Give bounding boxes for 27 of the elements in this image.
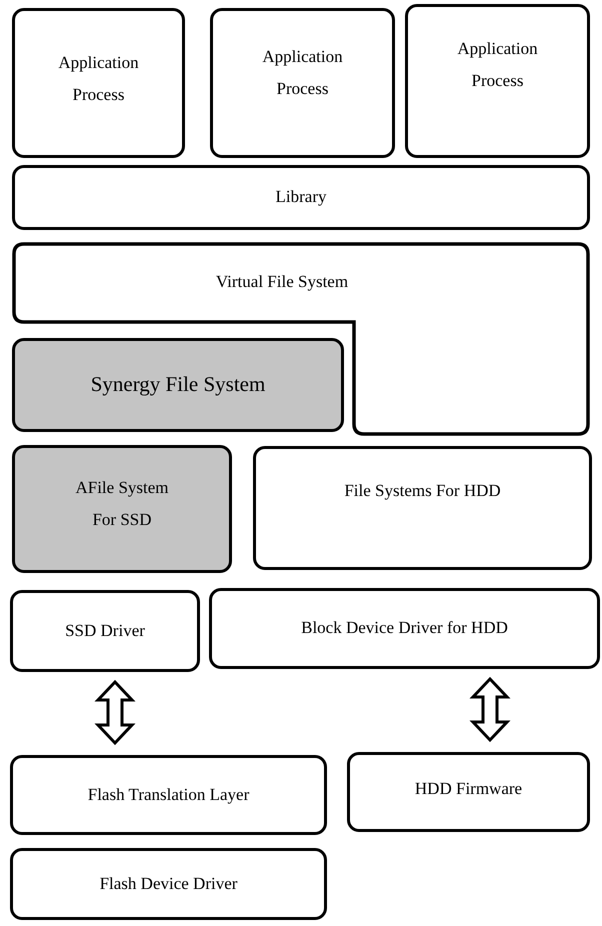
layer-label: Application Process (261, 46, 344, 100)
layer-box (12, 8, 185, 158)
layer-box (10, 848, 327, 920)
layer-label: AFile System For SSD (74, 477, 170, 532)
layer-label: HDD Firmware (414, 778, 522, 800)
layer-box (347, 752, 590, 832)
layer-label: SSD Driver (65, 620, 145, 642)
layer-box (12, 445, 232, 573)
layer-box (12, 165, 590, 230)
layer-box (253, 446, 592, 570)
layer-box (12, 338, 344, 432)
layer-box (209, 588, 600, 669)
layer-box (405, 4, 590, 158)
layer-label: Synergy File System (90, 371, 266, 398)
layer-label: Flash Device Driver (100, 872, 238, 895)
double-arrow (94, 680, 136, 746)
layer-label: Application Process (57, 52, 140, 106)
layer-box (10, 590, 200, 672)
layer-label: Virtual File System (216, 271, 348, 294)
layer-label: Block Device Driver for HDD (301, 617, 508, 640)
layer-label: Flash Translation Layer (88, 784, 250, 806)
layer-box (10, 755, 327, 835)
layer-label: File Systems For HDD (344, 480, 501, 502)
double-arrow (470, 676, 510, 742)
layer-label: Library (276, 186, 326, 208)
layer-box (210, 8, 395, 158)
layer-label: Application Process (456, 38, 539, 92)
